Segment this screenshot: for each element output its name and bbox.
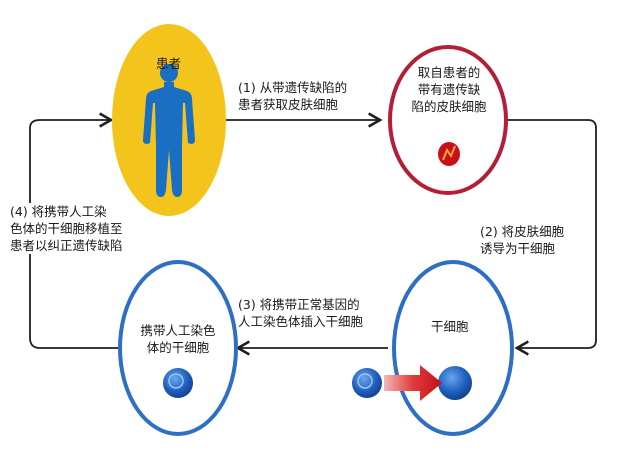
- step4-label-line: (4) 将携带人工染: [10, 204, 107, 219]
- modified-stem-cell-ring: [118, 260, 238, 436]
- step3-label: (3) 将携带正常基因的 人工染色体插入干细胞: [238, 296, 363, 330]
- step3-label-line: 人工染色体插入干细胞: [238, 314, 364, 329]
- step2-label-line: 诱导为干细胞: [480, 241, 556, 256]
- skin-cell-label-line: 取自患者的: [417, 65, 481, 80]
- step2-label-line: (2) 将皮肤细胞: [480, 224, 565, 239]
- step4-label: (4) 将携带人工染 色体的干细胞移植至 患者以纠正遗传缺陷: [8, 203, 125, 254]
- stem-cell-ring: [392, 260, 514, 436]
- patient-node: [112, 24, 226, 216]
- stem-cell-nucleus-icon: [438, 366, 472, 400]
- stem-cell-node: [352, 260, 514, 436]
- skin-cell-ring: [388, 45, 508, 195]
- step4-label-line: 患者以纠正遗传缺陷: [10, 238, 123, 253]
- step1-label-line: 患者获取皮肤细胞: [238, 97, 339, 112]
- insert-red-arrow-icon: [384, 365, 442, 401]
- skin-cell-label-line: 陷的皮肤细胞: [411, 99, 487, 114]
- modified-stem-cell-node: [118, 260, 238, 436]
- stem-cell-label: 干细胞: [431, 319, 469, 334]
- patient-label: 患者: [156, 56, 182, 71]
- step2-label: (2) 将皮肤细胞 诱导为干细胞: [480, 223, 564, 257]
- modified-stem-cell-label-line: 体的干细胞: [146, 340, 210, 355]
- source-cell-icon: [352, 368, 382, 398]
- modified-cell-icon: [163, 368, 193, 398]
- step1-label-line: (1) 从带遗传缺陷的: [238, 80, 348, 95]
- step4-label-line: 色体的干细胞移植至: [10, 221, 123, 236]
- arrow-step2: [505, 119, 597, 356]
- step1-label: (1) 从带遗传缺陷的 患者获取皮肤细胞: [238, 79, 347, 113]
- skin-cell-icon: [438, 142, 460, 166]
- modified-stem-cell-label: 携带人工染色 体的干细胞: [133, 322, 223, 356]
- skin-cell-label-line: 带有遗传缺: [417, 82, 481, 97]
- skin-cell-label: 取自患者的 带有遗传缺 陷的皮肤细胞: [408, 64, 490, 115]
- step3-label-line: (3) 将携带正常基因的: [238, 297, 360, 312]
- human-figure-icon: [143, 64, 195, 197]
- modified-stem-cell-label-line: 携带人工染色: [140, 323, 216, 338]
- skin-cell-node: [388, 45, 508, 195]
